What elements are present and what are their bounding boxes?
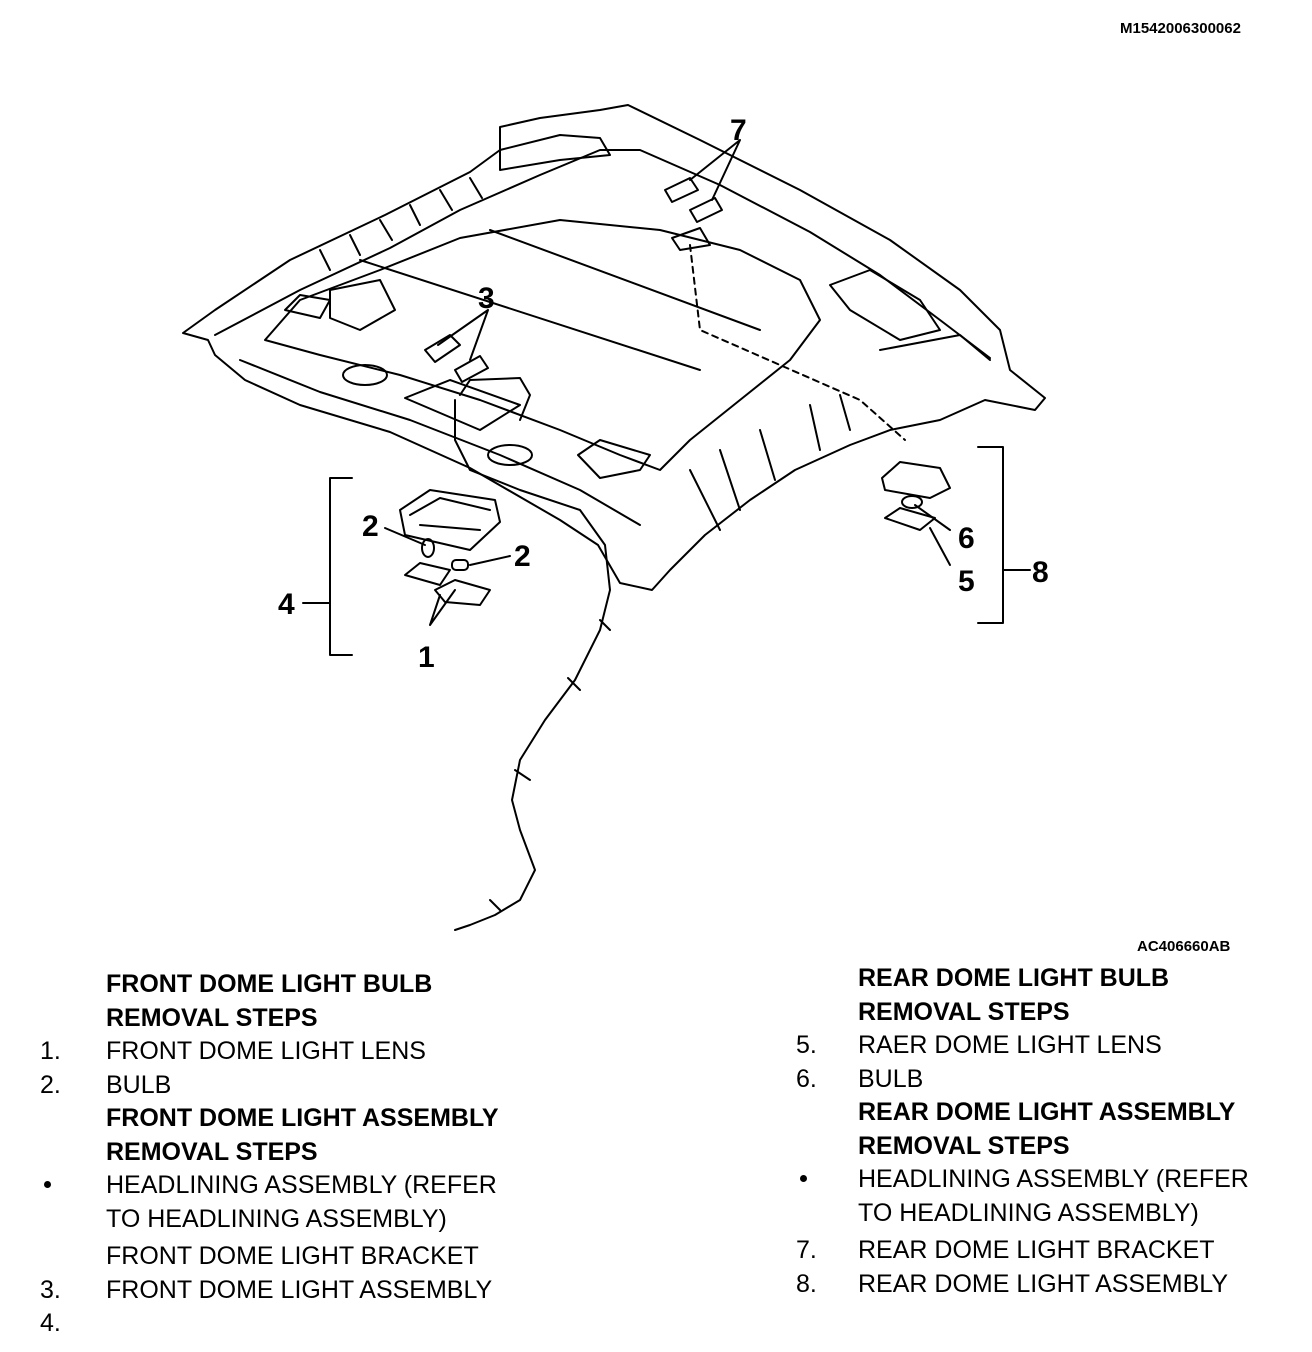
rear-assembly-heading-line2: REMOVAL STEPS <box>858 1131 1070 1160</box>
rear-dome-light-assembly <box>881 461 951 499</box>
rear-dome-light-bracket-left <box>664 177 699 203</box>
rear-assembly-heading-line1: REAR DOME LIGHT ASSEMBLY <box>858 1098 1236 1126</box>
front-bracket-text: FRONT DOME LIGHT BRACKET <box>106 1242 479 1270</box>
rear-bulb <box>901 495 923 509</box>
bullet-text-line1: HEADLINING ASSEMBLY (REFER <box>106 1171 497 1199</box>
rear-bulb-heading-line1: REAR DOME LIGHT BULB <box>858 964 1170 992</box>
bullet-icon <box>44 1181 51 1188</box>
rear-bulb-heading-line2: REMOVAL STEPS <box>858 997 1070 1026</box>
step-text: FRONT DOME LIGHT LENS <box>106 1037 426 1065</box>
step-number: 1. <box>40 1037 61 1065</box>
front-removal-steps: FRONT DOME LIGHT BULB REMOVAL STEPS 1. FR… <box>40 968 600 1337</box>
front-bulb-left <box>421 538 435 558</box>
front-assembly-heading-line1: FRONT DOME LIGHT ASSEMBLY <box>106 1104 499 1132</box>
figure-id-top: M1542006300062 <box>1120 20 1241 37</box>
callout-4: 4 <box>278 588 295 621</box>
step-text: REAR DOME LIGHT ASSEMBLY <box>858 1269 1229 1298</box>
rear-dome-light-bracket-right <box>689 197 723 223</box>
figure-id-bottom: AC406660AB <box>1137 938 1231 955</box>
step-text: RAER DOME LIGHT LENS <box>858 1031 1162 1059</box>
step-number: 2. <box>40 1070 61 1099</box>
front-dome-light-lens-left <box>404 562 451 586</box>
rear-dome-light-lens <box>884 507 936 531</box>
front-dome-light-assembly <box>399 489 501 551</box>
callout-2-left: 2 <box>362 510 379 543</box>
bullet-text-line2: TO HEADLINING ASSEMBLY) <box>858 1198 1199 1227</box>
front-dome-light-bracket-right <box>454 355 489 383</box>
callout-5: 5 <box>958 565 975 598</box>
bullet-icon <box>800 1175 807 1182</box>
step-text: BULB <box>858 1064 924 1093</box>
step-number: 3. <box>40 1275 61 1304</box>
headlining-panel <box>182 104 1046 591</box>
step-number: 6. <box>796 1064 817 1093</box>
step-number: 7. <box>796 1236 817 1264</box>
callout-1: 1 <box>418 641 435 674</box>
front-bulb-right <box>451 559 469 571</box>
wire-harness <box>454 399 611 931</box>
step-number: 8. <box>796 1269 817 1298</box>
step-text: REAR DOME LIGHT BRACKET <box>858 1236 1215 1264</box>
front-bulb-heading-line1: FRONT DOME LIGHT BULB <box>106 970 433 998</box>
bullet-text-line1: HEADLINING ASSEMBLY (REFER <box>858 1165 1249 1193</box>
front-dome-light-bracket-left <box>424 334 461 363</box>
step-number: 4. <box>40 1309 61 1337</box>
front-dome-light-lens-right <box>434 579 491 606</box>
front-assembly-text: FRONT DOME LIGHT ASSEMBLY <box>106 1275 493 1304</box>
front-bulb-heading-line2: REMOVAL STEPS <box>106 1003 318 1032</box>
headlining-exploded-diagram: 7 3 2 2 4 1 6 5 8 <box>182 104 1049 931</box>
roof-recess <box>264 219 821 471</box>
bullet-text-line2: TO HEADLINING ASSEMBLY) <box>106 1204 447 1233</box>
callout-8: 8 <box>1032 556 1049 589</box>
callout-6: 6 <box>958 522 975 555</box>
front-assembly-heading-line2: REMOVAL STEPS <box>106 1137 318 1166</box>
callout-3: 3 <box>478 282 495 315</box>
step-text: BULB <box>106 1070 172 1099</box>
step-number: 5. <box>796 1031 817 1059</box>
callout-7: 7 <box>730 114 747 147</box>
rear-removal-steps: REAR DOME LIGHT BULB REMOVAL STEPS 5. RAE… <box>796 962 1296 1298</box>
callout-2-right: 2 <box>514 540 531 573</box>
